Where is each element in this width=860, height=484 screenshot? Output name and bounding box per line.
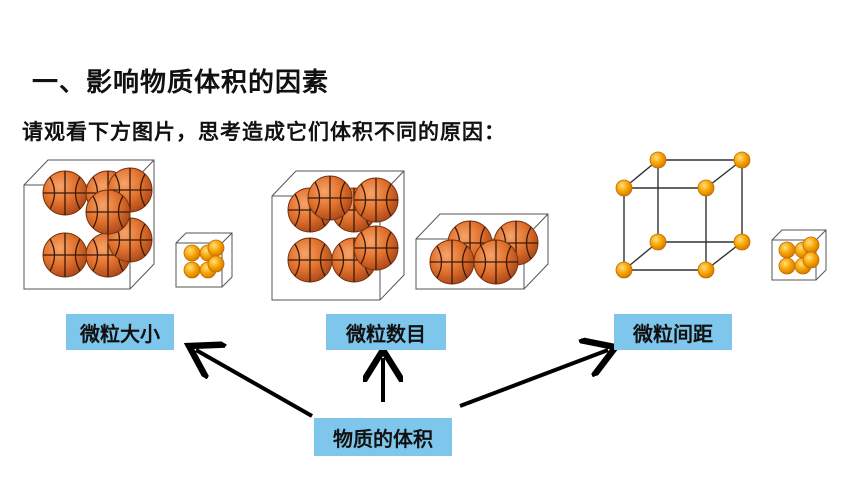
- factor-label-size: 微粒大小: [66, 314, 174, 350]
- arrow-to-size: [196, 350, 313, 418]
- factor-label-distance: 微粒间距: [614, 314, 732, 350]
- cube-compact-particles: [771, 229, 827, 281]
- cube-large-particles: [23, 159, 155, 290]
- cube-small-particles: [175, 232, 233, 288]
- cube-spaced-particles: [615, 151, 751, 279]
- section-title: 一、影响物质体积的因素: [32, 68, 330, 98]
- cube-few-particles: [415, 213, 549, 290]
- factor-label-count: 微粒数目: [326, 314, 446, 350]
- center-label-volume: 物质的体积: [314, 418, 452, 456]
- cube-many-particles: [271, 170, 405, 301]
- instruction-text: 请观看下方图片，思考造成它们体积不同的原因：: [22, 120, 506, 144]
- arrow-to-distance: [459, 350, 608, 408]
